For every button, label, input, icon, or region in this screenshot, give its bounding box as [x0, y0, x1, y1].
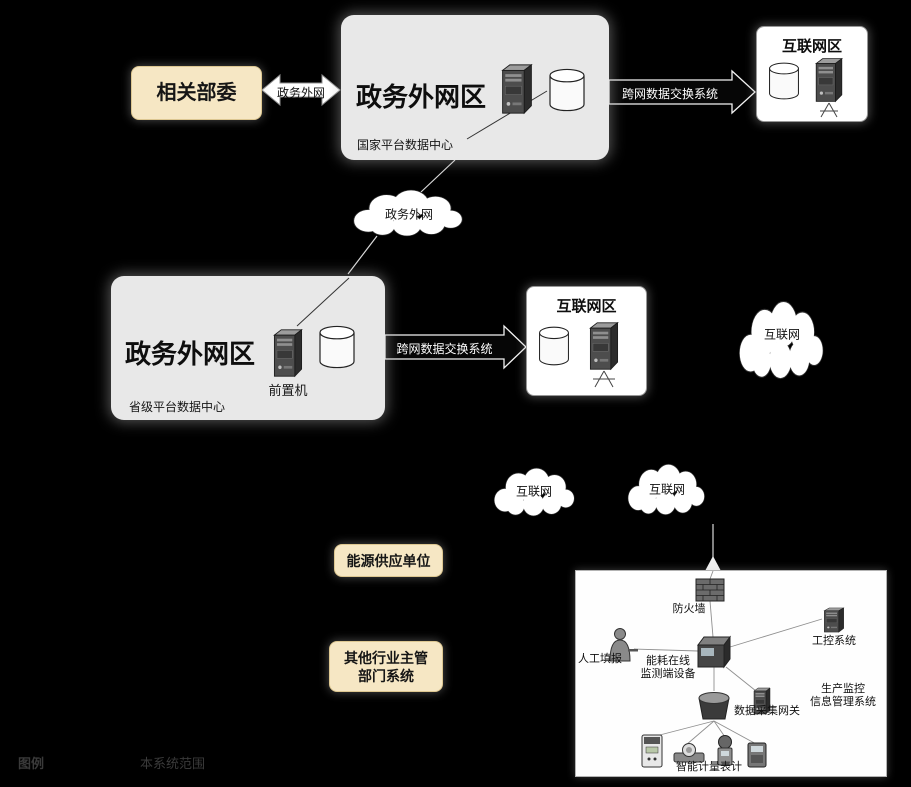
national-zone-caption: 国家平台数据中心	[357, 138, 454, 152]
firewall-icon	[695, 578, 725, 602]
front-machine-label: 前置机	[268, 383, 308, 398]
cloud-internet-lower-left-label: 互联网	[515, 484, 553, 499]
exchange-label-top: 跨网数据交换系统	[621, 87, 718, 101]
server-stand-icon	[820, 102, 838, 118]
legend-scope-label: 本系统范围	[140, 756, 206, 771]
database-icon	[769, 62, 799, 100]
meter-icon	[717, 735, 733, 766]
provincial-zone-caption: 省级平台数据中心	[129, 400, 226, 414]
meter-icon	[673, 743, 705, 763]
monitor-device-label: 能耗在线 监测端设备	[640, 655, 696, 680]
meter-icon	[747, 742, 767, 768]
cloud-internet-lower-right-label: 互联网	[648, 482, 686, 497]
exchange-arrow-top-icon	[608, 69, 756, 115]
firewall-label: 防火墙	[672, 603, 706, 615]
national-zone-graphics	[466, 64, 585, 140]
internet-zone-top: 互联网区	[756, 26, 868, 122]
meters-label: 智能计量表计	[676, 761, 742, 773]
server-icon	[502, 64, 532, 114]
national-zone-title: 政务外网区	[356, 82, 487, 112]
national-gov-zone: 政务外网区 国家平台数据中心	[341, 15, 609, 160]
ministries-label: 相关部委	[156, 82, 237, 104]
other-departments-label: 其他行业主管 部门系统	[344, 649, 428, 684]
monitoring-panel: 防火墙 人工填报 能耗在线 监测端设备 工控系统 生产监控 信息管理系统 数据采…	[575, 570, 887, 777]
panel-connector-lines	[633, 571, 823, 746]
gov-extranet-link-label: 政务外网	[276, 86, 325, 100]
meter-icon	[641, 734, 663, 768]
legend-title: 图例	[18, 756, 45, 771]
other-departments-box: 其他行业主管 部门系统	[329, 641, 443, 692]
manual-entry-label: 人工填报	[578, 653, 622, 665]
up-arrowhead-icon	[705, 556, 721, 571]
database-icon	[549, 68, 585, 112]
provincial-zone-graphics	[273, 277, 355, 377]
provincial-zone-title: 政务外网区	[125, 339, 256, 369]
ministries-box: 相关部委	[131, 66, 262, 120]
ics-label: 工控系统	[812, 635, 856, 647]
exchange-arrow-middle-icon	[384, 324, 527, 370]
server-stand-icon	[593, 370, 615, 388]
internet-zone-top-title: 互联网区	[781, 38, 842, 55]
front-machine-server-icon	[273, 329, 303, 377]
database-icon	[319, 325, 355, 369]
ics-icon	[824, 607, 844, 633]
internet-zone-middle-graphics	[539, 322, 619, 388]
gateway-label: 数据采集网关	[734, 705, 800, 717]
cloud-gov-extranet-label: 政务外网	[384, 207, 434, 222]
database-icon	[539, 326, 569, 366]
person-icon	[609, 628, 638, 662]
server-icon	[815, 58, 843, 102]
gateway-icon	[698, 692, 730, 720]
exchange-label-middle: 跨网数据交换系统	[396, 342, 493, 356]
provincial-gov-zone: 政务外网区 前置机 省级平台数据中心	[111, 276, 385, 420]
internet-zone-middle-title: 互联网区	[556, 298, 617, 315]
bidirectional-arrow-icon	[261, 73, 341, 107]
monitoring-panel-graphics	[609, 571, 844, 768]
internet-zone-top-graphics	[769, 58, 843, 118]
energy-supplier-box: 能源供应单位	[334, 544, 443, 577]
energy-supplier-label: 能源供应单位	[346, 552, 431, 569]
server-icon	[589, 322, 619, 370]
production-system-label: 生产监控 信息管理系统	[810, 683, 876, 708]
cloud-internet-right-label: 互联网	[763, 327, 801, 342]
internet-zone-middle: 互联网区	[526, 286, 647, 396]
monitor-device-icon	[697, 635, 731, 669]
